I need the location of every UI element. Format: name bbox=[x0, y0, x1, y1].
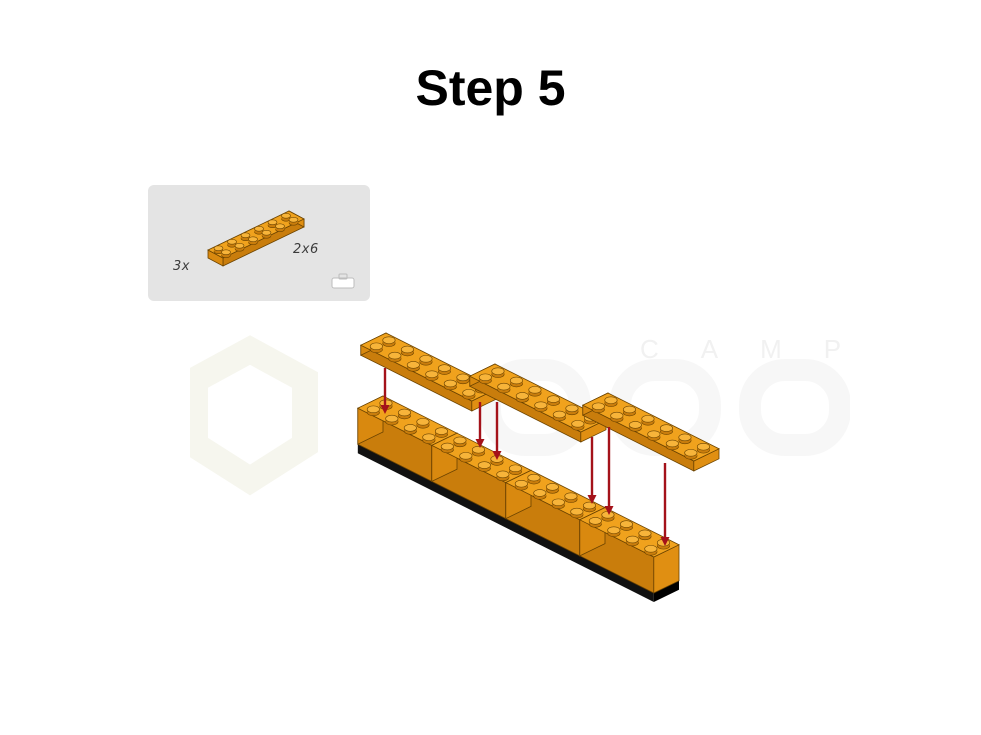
placement-arrow bbox=[475, 402, 485, 448]
placement-arrow bbox=[660, 463, 670, 546]
step-title: Step 5 bbox=[415, 60, 566, 116]
base-plate-dark bbox=[357, 444, 654, 602]
placement-arrow bbox=[380, 368, 390, 414]
placement-arrow bbox=[604, 427, 614, 515]
base-brick-3 bbox=[504, 469, 606, 557]
callout-plate-body bbox=[207, 210, 305, 267]
placement-arrow bbox=[587, 437, 597, 504]
new-plate-3 bbox=[581, 392, 720, 472]
part-size-label: 2x6 bbox=[293, 242, 319, 257]
toolbox-icon[interactable] bbox=[331, 273, 355, 289]
new-plate-1 bbox=[359, 332, 498, 412]
placement-arrows bbox=[380, 368, 670, 546]
new-plates bbox=[359, 332, 720, 472]
part-quantity: 3x bbox=[173, 259, 190, 274]
lego-plate-2x6-icon bbox=[207, 210, 305, 267]
parts-callout: 3x 2x6 bbox=[148, 185, 370, 301]
new-plate-2 bbox=[468, 363, 607, 443]
base-brick-4 bbox=[578, 506, 680, 594]
placement-arrow bbox=[492, 402, 502, 460]
base-brick-row bbox=[356, 395, 680, 602]
watermark-hexagon-icon bbox=[190, 335, 318, 496]
